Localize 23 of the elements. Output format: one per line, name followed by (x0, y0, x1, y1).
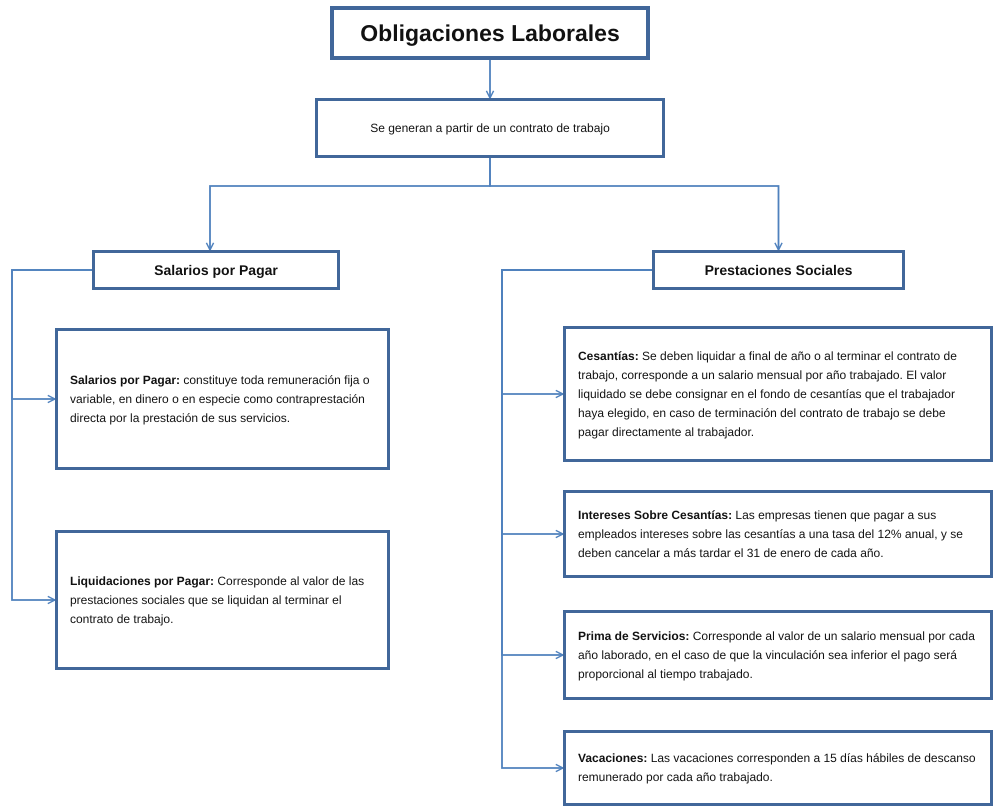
heading-text: Salarios por Pagar (154, 260, 278, 280)
process-box (315, 98, 665, 158)
heading-box (652, 250, 905, 290)
heading-text: Prestaciones Sociales (704, 260, 852, 280)
process-box (55, 328, 390, 470)
description-text: Cesantías: Se deben liquidar a final de año o al terminar el contrato de trabajo, corresponde a un salario mensual por año trabajado. El valor liquidado se debe consignar en el fondo de cesantías que el trabajador haya elegido, en caso de terminación del contrato de trabajo se debe pagar directamente al trabajador. (578, 348, 958, 440)
description-text: Vacaciones: Las vacaciones corresponden a 15 días hábiles de descanso remunerado por cada año trabajado. (578, 750, 977, 786)
process-box (563, 730, 993, 806)
heading-box (92, 250, 340, 290)
arrow (11, 269, 92, 604)
process-box (55, 530, 390, 670)
arrow (489, 158, 783, 251)
process-box (563, 610, 993, 700)
description-text: Se generan a partir de un contrato de trabajo (370, 120, 610, 136)
description-text: Intereses Sobre Cesantías: Las empresas tienen que pagar a sus empleados intereses sobre las cesantías a una tasa del 12% anual, y se deben cancelar a más tardar el 31 de enero de cada año. (578, 506, 964, 562)
title-text: Obligaciones Laborales (360, 19, 620, 47)
process-box (563, 326, 993, 462)
title-box (330, 6, 650, 60)
description-text: Prima de Servicios: Corresponde al valor de un salario mensual por cada año laborado, en el caso de que la vinculación sea inferior el pago será proporcional al tiempo trabajado. (578, 628, 976, 682)
description-text: Liquidaciones por Pagar: Corresponde al valor de las prestaciones sociales que se liquidan al terminar el contrato de trabajo. (70, 572, 366, 628)
process-box (563, 490, 993, 578)
description-text: Salarios por Pagar: constituye toda remuneración fija o variable, en dinero o en especie como contraprestación directa por la prestación de sus servicios. (70, 372, 370, 426)
arrow (486, 60, 494, 99)
